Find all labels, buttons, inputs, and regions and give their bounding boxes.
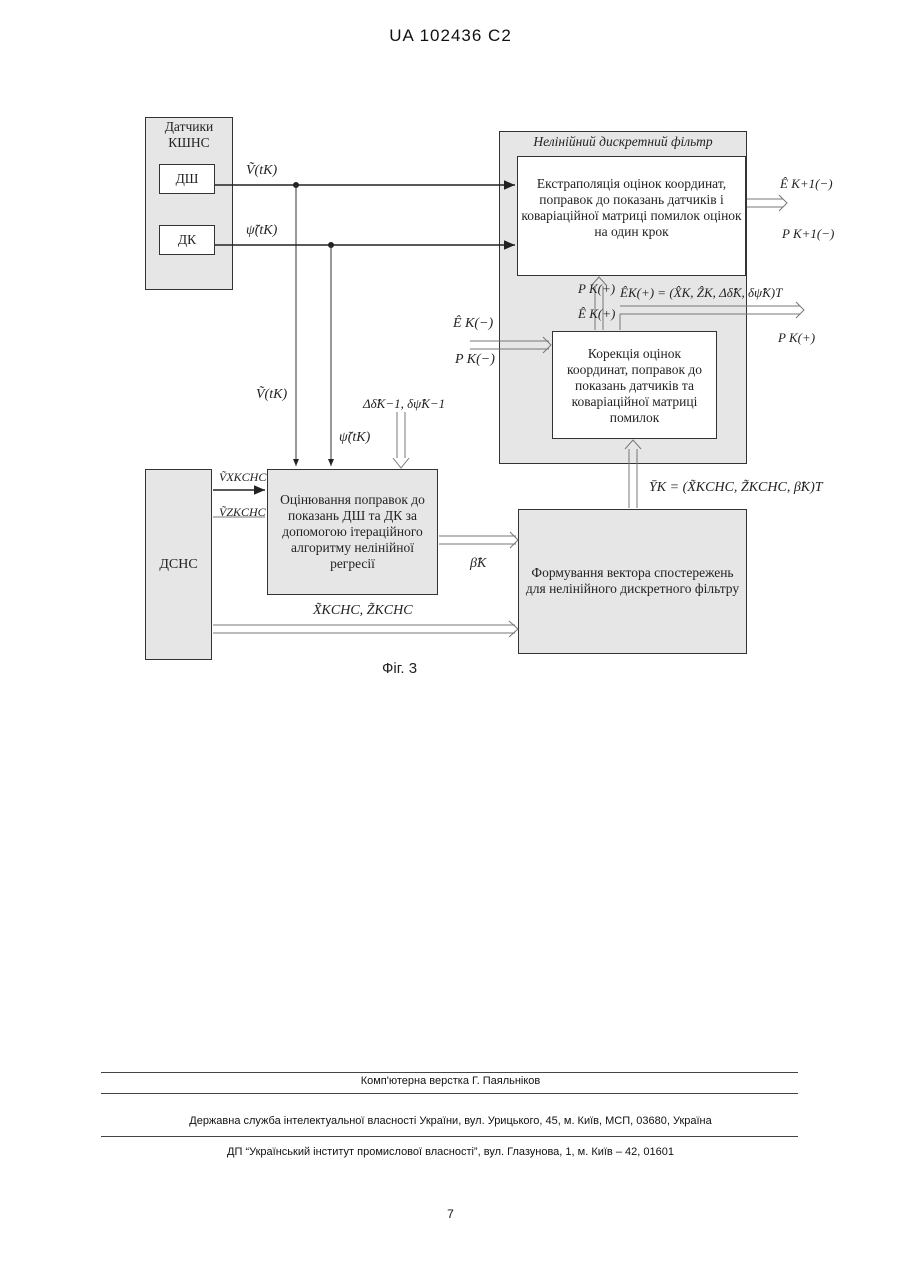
label-xz: X̃KСНС, Z̃KСНС (313, 603, 413, 619)
footer-institute: ДП “Український інститут промислової вла… (0, 1146, 901, 1158)
label-v-tk: Ṽ(tK) (246, 163, 277, 179)
label-beta: β̂K (470, 556, 486, 572)
footer-rule-3 (101, 1136, 798, 1137)
label-v-tk-vertical: Ṽ(tK) (256, 387, 287, 403)
label-p-out: P K+1(−) (782, 226, 834, 242)
label-ek-plus-vector: ÊK(+) = (X̂K, ẐK, Δδ̂K, δψ̂K)T (620, 285, 782, 301)
label-p-minus-in: P K(−) (455, 352, 495, 368)
label-psi-tk: ψ̃(tK) (246, 223, 277, 239)
label-vzk: ṼZKСНС (219, 505, 266, 520)
label-delta-prev: Δδ̂K−1, δψ̂K−1 (363, 396, 445, 412)
label-vxk: ṼXKСНС (219, 470, 266, 485)
label-pk-plus-out: P K(+) (778, 330, 815, 346)
label-psi-tk-vertical: ψ̃(tK) (339, 430, 370, 446)
page-number: 7 (0, 1207, 901, 1221)
label-ek-plus: Ê K(+) (578, 306, 615, 322)
footer-rule-1 (101, 1072, 798, 1073)
label-e-out: Ê K+1(−) (780, 176, 833, 192)
footer-rule-2 (101, 1093, 798, 1094)
label-yk: ȲK = (X̃KСНС, Z̃KСНС, β̂K)T (649, 480, 823, 496)
footer-typesetter: Комп'ютерна верстка Г. Паяльніков (0, 1075, 901, 1087)
footer-office: Державна служба інтелектуальної власност… (0, 1115, 901, 1127)
label-pk-plus: P K(+) (578, 281, 615, 297)
figure-caption: Фіг. 3 (382, 660, 417, 677)
label-e-minus-in: Ê K(−) (453, 316, 493, 332)
